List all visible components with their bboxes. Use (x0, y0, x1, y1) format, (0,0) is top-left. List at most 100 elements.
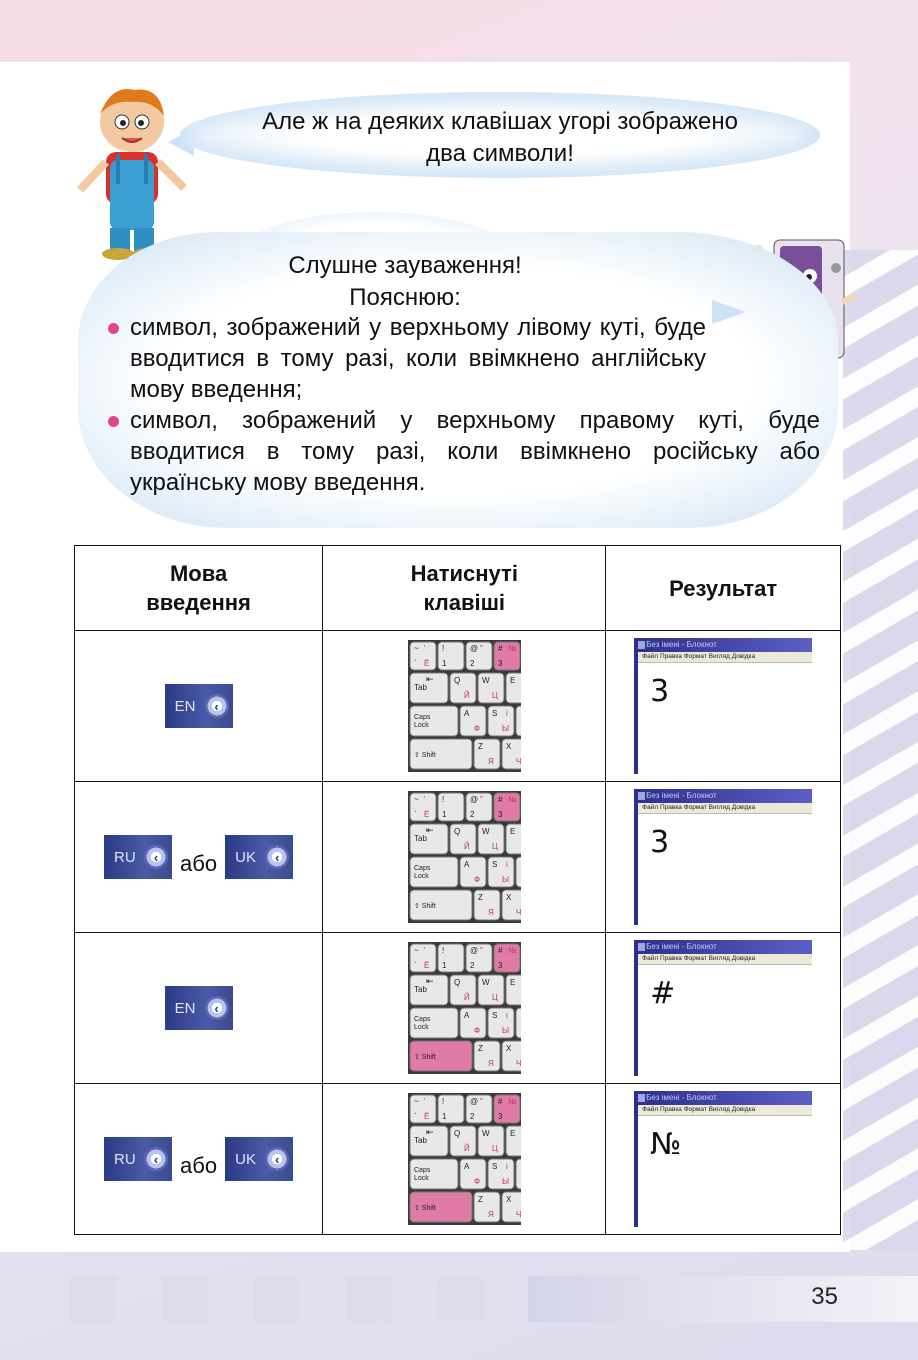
svg-text:№: № (508, 795, 517, 804)
key: ZЯ (473, 1191, 501, 1223)
tab-key: Tab⇤ (409, 1125, 449, 1157)
key: @"2 (465, 1094, 493, 1124)
svg-text:2: 2 (470, 961, 475, 970)
svg-text:№: № (508, 644, 517, 653)
svg-text:Й: Й (464, 993, 470, 1002)
key: QЙ (449, 1125, 477, 1157)
svg-text:Ф: Ф (474, 1177, 480, 1186)
svg-text:і: і (506, 1011, 508, 1020)
boy-character-illustration (77, 89, 187, 260)
language-indicator: EN‹ (164, 986, 233, 1030)
key: !1 (437, 792, 465, 822)
svg-text:Lock: Lock (414, 1024, 429, 1031)
svg-text:Z: Z (478, 1044, 483, 1053)
key: @"2 (465, 943, 493, 973)
key: XЧ (501, 738, 521, 770)
svg-text:W: W (482, 1129, 490, 1138)
svg-text:3: 3 (498, 961, 503, 970)
notepad-icon (638, 792, 646, 800)
svg-text:⇤: ⇤ (426, 825, 434, 835)
svg-text:X: X (506, 893, 512, 902)
svg-text:Й: Й (464, 1144, 470, 1153)
key: AФ (459, 856, 487, 888)
svg-text:": " (480, 946, 483, 955)
language-cell: RU‹ або UK‹ (73, 781, 324, 933)
svg-text:Tab: Tab (414, 985, 427, 994)
svg-text:': ' (424, 946, 426, 955)
svg-text:1: 1 (442, 659, 447, 668)
svg-text:Lock: Lock (414, 722, 429, 729)
title-line: Слушне зауваження! (288, 252, 522, 279)
svg-text:Ц: Ц (492, 993, 498, 1002)
language-arrow-icon: ‹ (265, 1147, 290, 1171)
svg-text:і: і (506, 860, 508, 869)
language-cell: EN‹ (73, 630, 324, 782)
svg-text:@: @ (470, 795, 478, 804)
svg-text:Lock: Lock (414, 873, 429, 880)
svg-text:№: № (508, 1097, 517, 1106)
boy-speech-line: два символи! (426, 140, 574, 167)
svg-text:X: X (506, 742, 512, 751)
svg-text:Caps: Caps (414, 714, 431, 721)
or-label: або (180, 851, 218, 877)
svg-text:і: і (506, 709, 508, 718)
svg-text:⇧ Shift: ⇧ Shift (414, 1204, 436, 1212)
tab-key: Tab⇤ (409, 974, 449, 1006)
svg-text:S: S (492, 1011, 497, 1020)
language-indicator: UK‹ (225, 835, 294, 879)
svg-text:': ' (424, 1097, 426, 1106)
svg-text:!: ! (442, 946, 444, 955)
keyboard-results-table: Мова введення Натиснуті клавіші Результа… (73, 545, 841, 1235)
svg-text:2: 2 (470, 810, 475, 819)
svg-text:W: W (482, 676, 490, 685)
key: AФ (459, 1158, 487, 1190)
bottom-decoration-bar (528, 1276, 918, 1322)
typed-result: 3 (650, 674, 670, 709)
notepad-menu-bar: Файл Правка Формат Вигляд Довідка (634, 803, 813, 814)
notepad-title-bar: Без імені - Блокнот (634, 1091, 813, 1105)
svg-text:⇤: ⇤ (426, 1127, 434, 1137)
svg-text:@: @ (470, 644, 478, 653)
shift-key: ⇧ Shift (409, 1040, 473, 1072)
svg-text:E: E (510, 676, 515, 685)
key: AФ (459, 705, 487, 737)
svg-text:⇧ Shift: ⇧ Shift (414, 902, 436, 910)
key: !1 (437, 1094, 465, 1124)
key: !1 (437, 943, 465, 973)
svg-text:Z: Z (478, 742, 483, 751)
svg-text:Й: Й (464, 842, 470, 851)
svg-text:Ы: Ы (502, 1177, 509, 1186)
key (515, 856, 521, 888)
list-item: символ, зображений у верхньому лівому ку… (104, 312, 706, 405)
svg-text:3: 3 (498, 810, 503, 819)
boy-speech-line: Але ж на деяких клавішах угорі зображено (262, 108, 738, 135)
svg-text:`: ` (414, 961, 417, 970)
key: !1 (437, 641, 465, 671)
language-indicator: RU‹ (104, 835, 173, 879)
key: SЫі (487, 1158, 515, 1190)
key: ~'`Ё (409, 943, 437, 973)
key: E (505, 823, 521, 855)
or-label: або (180, 1153, 218, 1179)
svg-text:~: ~ (414, 795, 419, 804)
svg-text:Tab: Tab (414, 1136, 427, 1145)
svg-text:~: ~ (414, 946, 419, 955)
speech-bubble-computer (78, 232, 838, 528)
svg-text:`: ` (414, 1112, 417, 1121)
svg-text:Q: Q (454, 978, 460, 987)
svg-text:Ё: Ё (424, 1112, 429, 1121)
typed-result: # (650, 976, 676, 1011)
